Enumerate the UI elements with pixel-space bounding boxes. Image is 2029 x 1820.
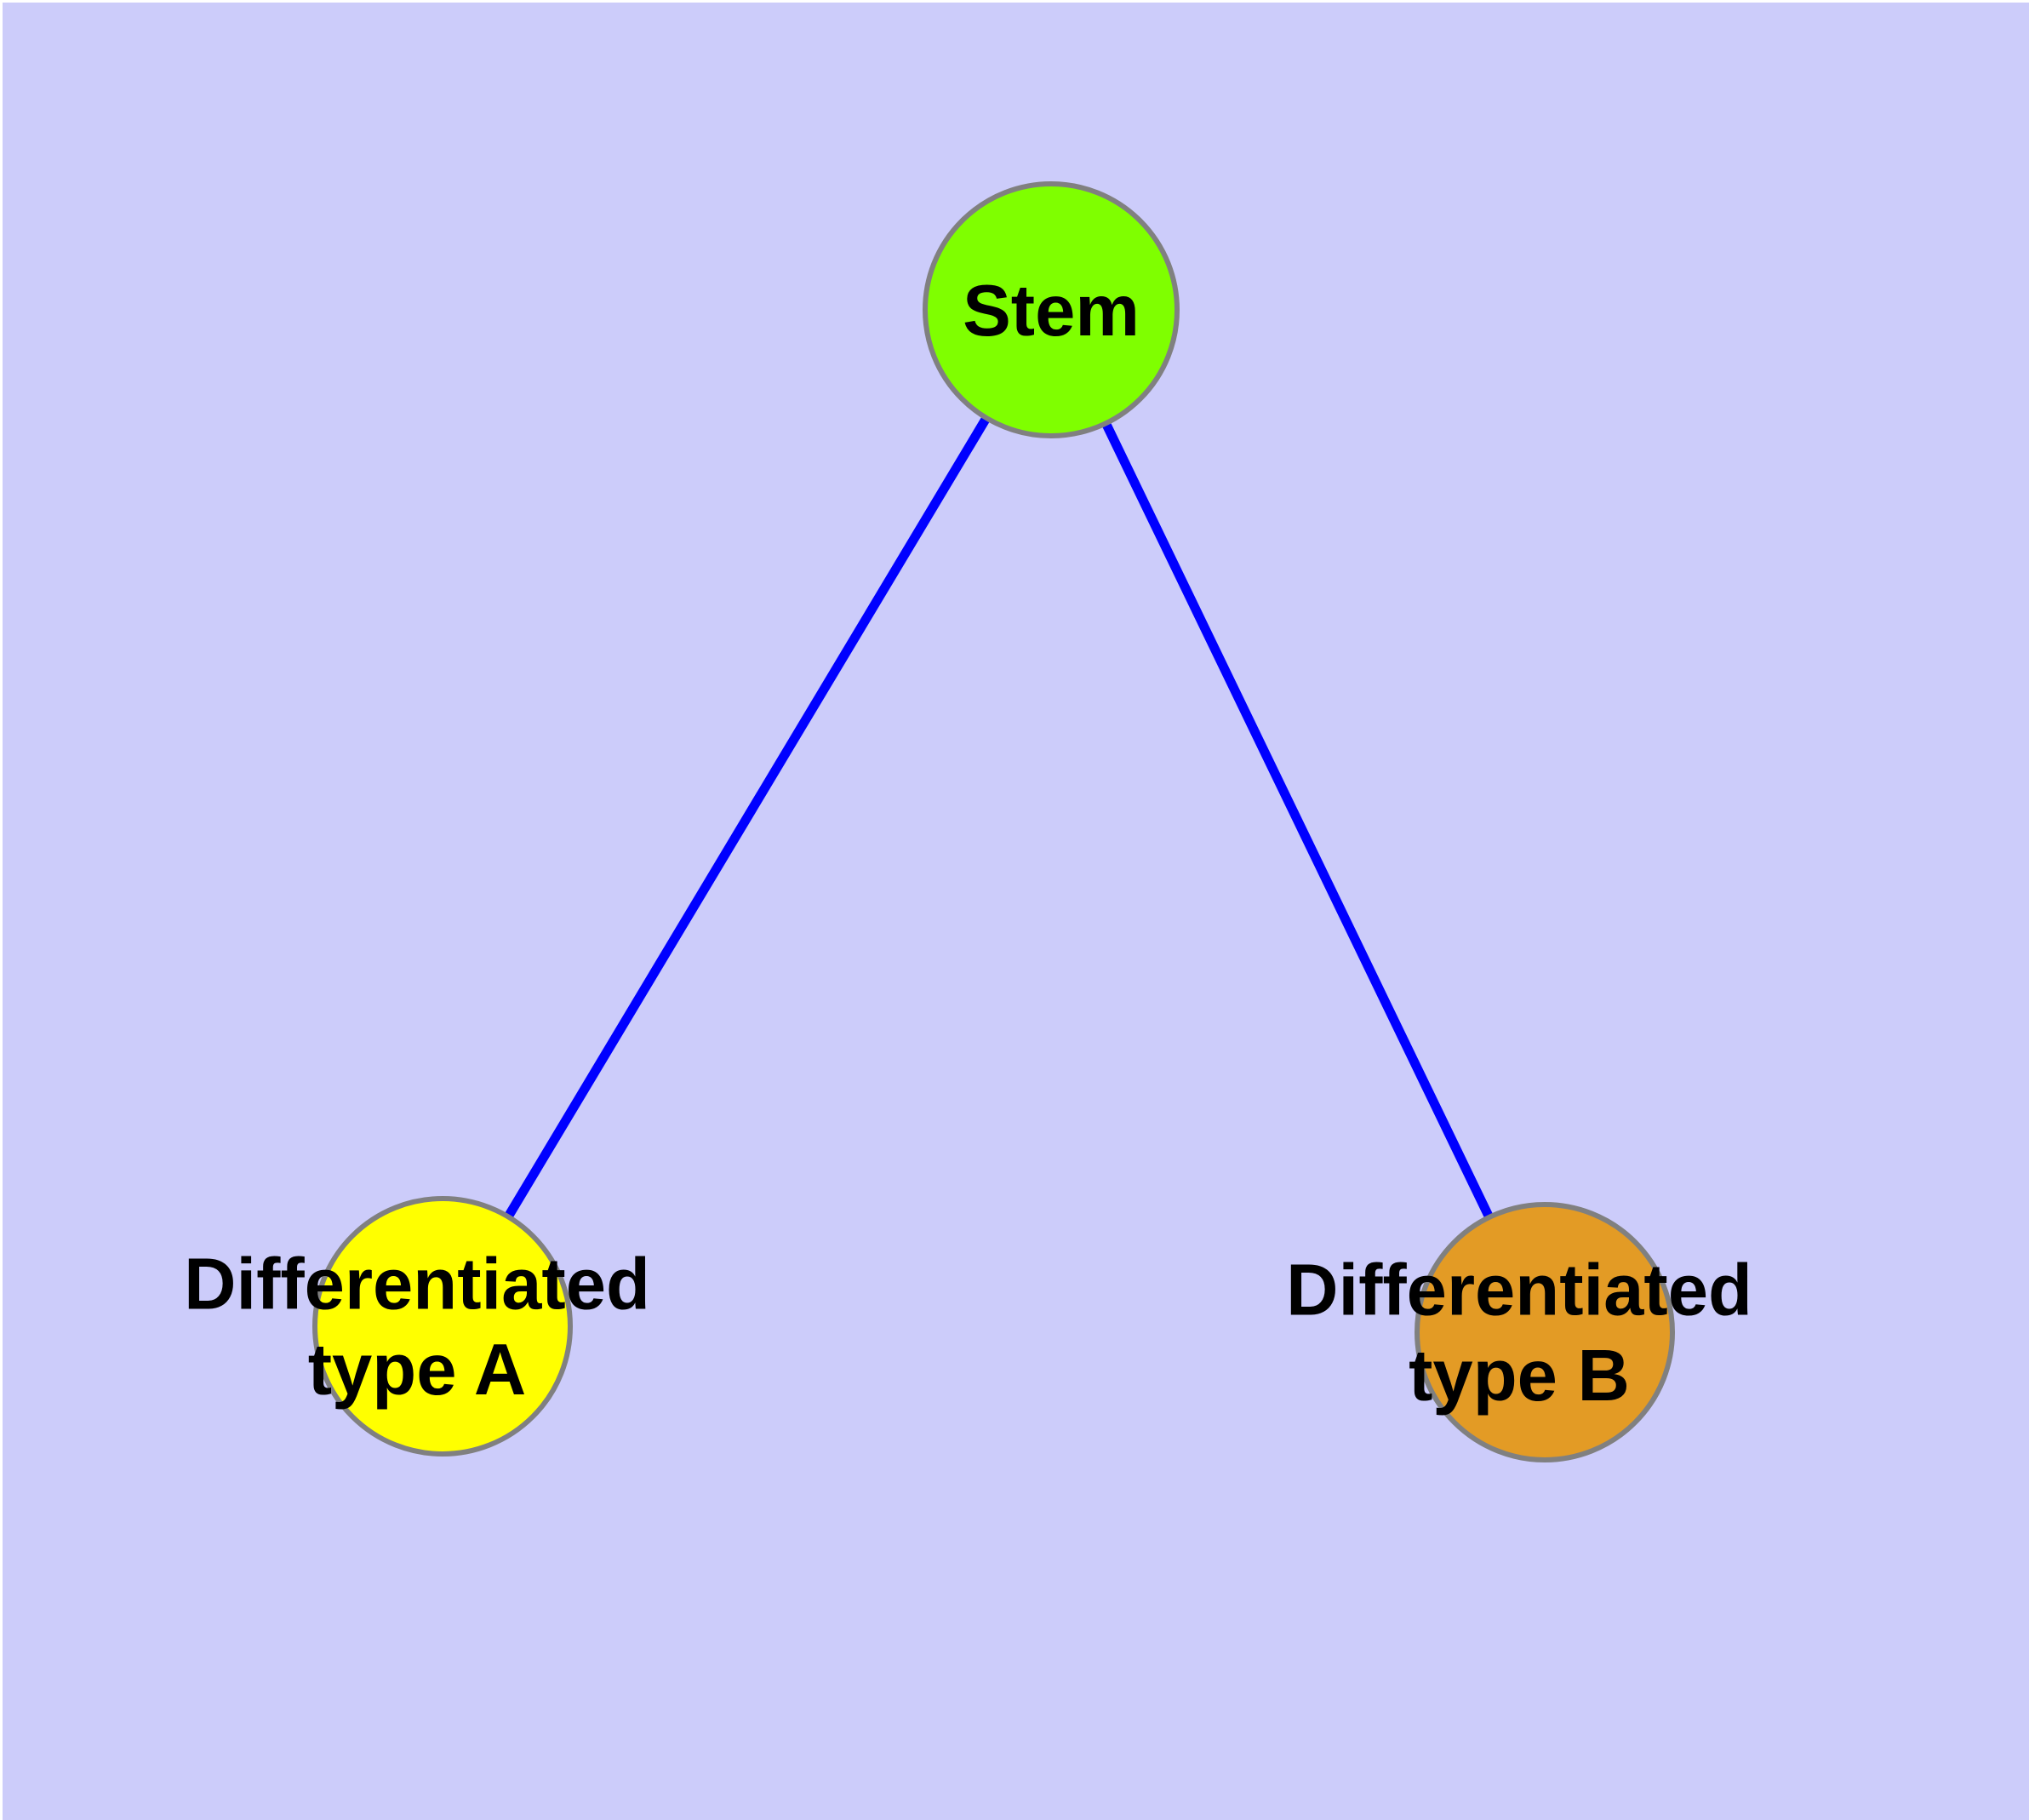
edge-stem-to-differentiated-type-a[interactable] [438, 307, 1055, 1329]
node-differentiated-type-b[interactable] [1415, 1202, 1675, 1462]
node-label-stem: Stem [963, 271, 1140, 352]
nodes-layer [312, 181, 1675, 1462]
node-label-line: Differentiated [1286, 1251, 1752, 1331]
node-differentiated-type-a[interactable] [312, 1196, 573, 1457]
node-label-line: type B [1409, 1336, 1630, 1417]
node-label-line: Stem [963, 271, 1140, 352]
node-stem[interactable] [923, 181, 1180, 438]
edge-stem-to-differentiated-type-b[interactable] [1047, 307, 1549, 1335]
edges-layer [438, 307, 1549, 1335]
node-label-line: Differentiated [184, 1245, 650, 1325]
node-label-line: type A [308, 1330, 527, 1411]
